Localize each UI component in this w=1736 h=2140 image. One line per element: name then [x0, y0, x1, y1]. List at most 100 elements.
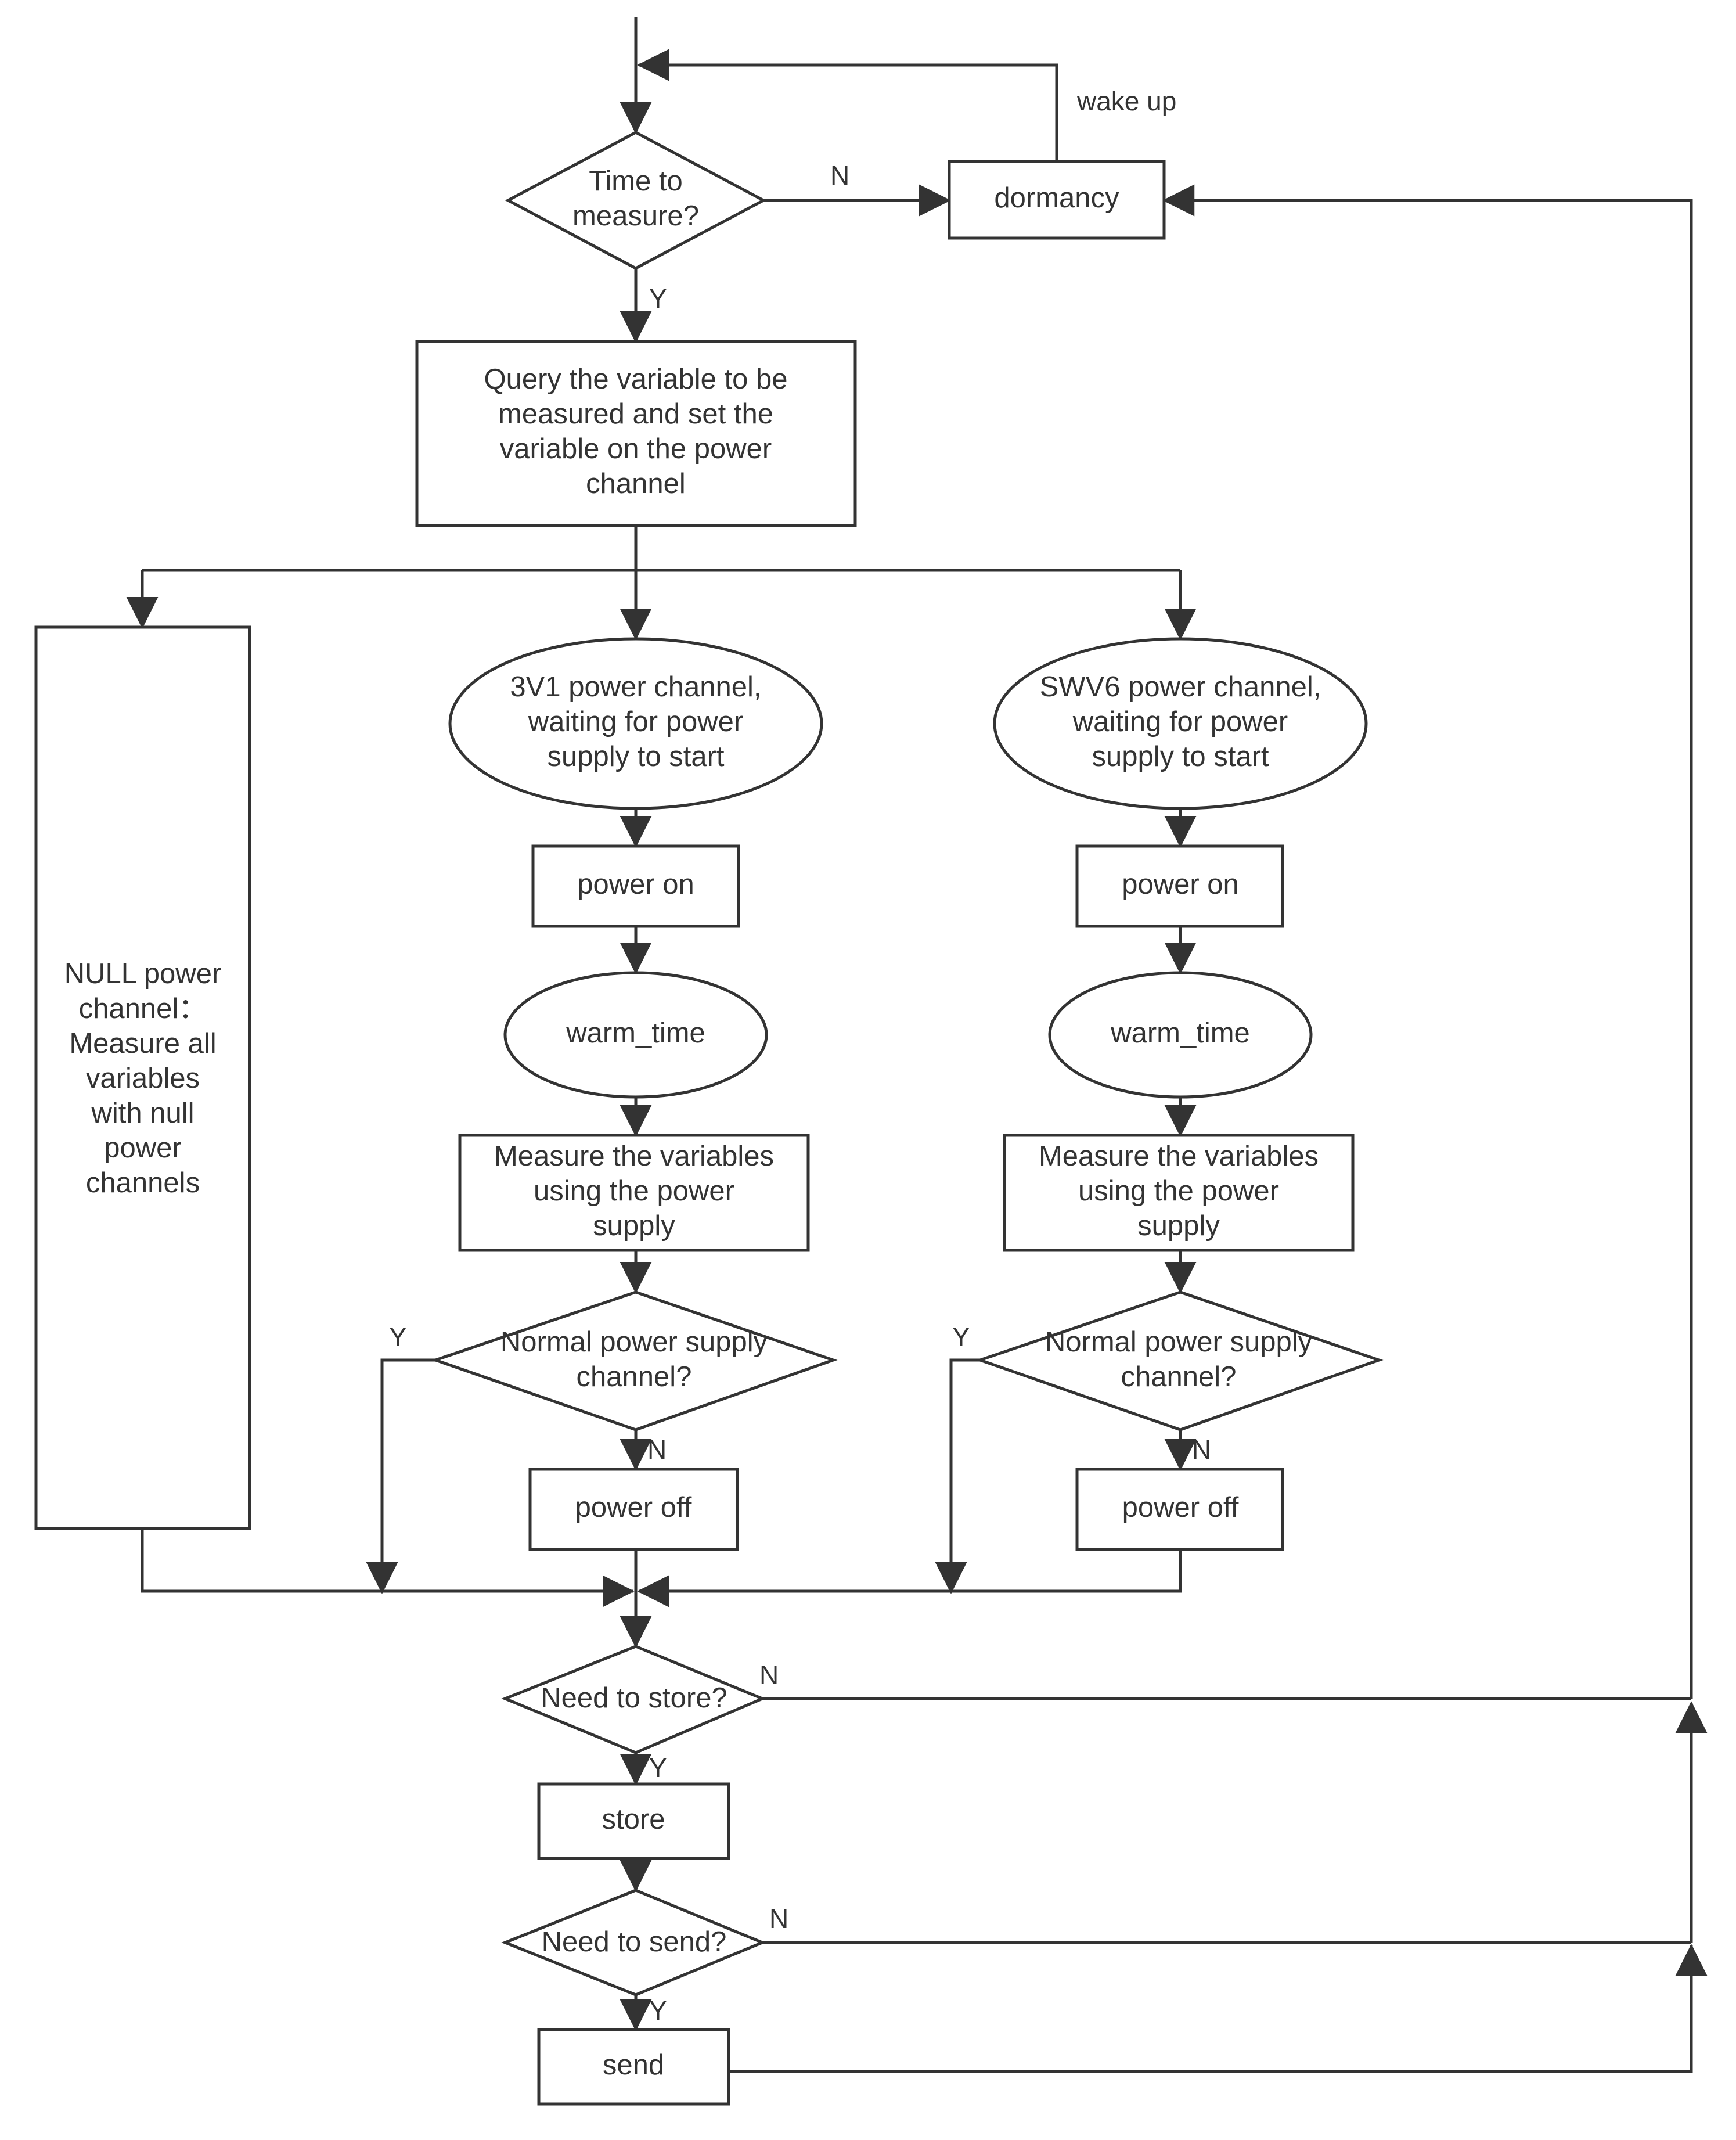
label-line: Query the variable to be [484, 364, 788, 395]
label-line: power on [577, 869, 694, 900]
label-line: channel： [79, 993, 207, 1024]
label-line: Time to [589, 166, 683, 197]
label-line: with null [91, 1098, 194, 1129]
edge-merge-left [141, 1528, 635, 1607]
process-dormancy: dormancy [948, 160, 1166, 240]
process-send: send [537, 2028, 730, 2106]
process-power-on-right-label: power on [1122, 869, 1239, 900]
label-line: channels [86, 1167, 200, 1199]
decision-need-to-send-label: Need to send? [542, 1926, 727, 1958]
label-line: store [602, 1804, 665, 1835]
label-line: channel? [1121, 1361, 1237, 1393]
label-line: supply [593, 1210, 675, 1242]
label-line: measure? [572, 200, 699, 232]
decision-need-to-store: Need to store? [501, 1645, 766, 1754]
label-normal-right-no: N [1192, 1434, 1211, 1465]
process-dormancy-label: dormancy [994, 182, 1119, 214]
process-power-off-right-label: power off [1122, 1492, 1239, 1523]
edge-labels: wake up N Y Y N Y N N Y N Y [389, 86, 1211, 2026]
edge-send-return [729, 1944, 1708, 2073]
label-send-no: N [769, 1904, 788, 1934]
label-line: supply to start [547, 741, 724, 772]
label-line: using the power [534, 1175, 734, 1207]
process-power-on-left-label: power on [577, 869, 694, 900]
edge-normal-left-yes [366, 1358, 435, 1594]
label-line: channel [586, 468, 686, 499]
label-line: warm_time [566, 1017, 705, 1049]
label-line: measured and set the [498, 398, 773, 430]
process-power-on-right: power on [1075, 844, 1284, 928]
label-line: variable on the power [500, 433, 772, 465]
label-store-yes: Y [649, 1753, 667, 1783]
label-line: waiting for power [528, 706, 743, 738]
label-line: Need to store? [541, 1682, 727, 1714]
label-line: Measure all [69, 1028, 216, 1059]
label-line: using the power [1078, 1175, 1279, 1207]
label-send-yes: Y [649, 1995, 667, 2026]
process-power-on-left: power on [531, 844, 740, 928]
label-line: power off [575, 1492, 692, 1523]
connectors [126, 17, 1708, 2073]
label-normal-left-no: N [647, 1434, 667, 1465]
process-store: store [537, 1782, 730, 1860]
label-line: SWV6 power channel, [1040, 671, 1321, 703]
state-warm-time-left-label: warm_time [566, 1017, 705, 1049]
state-warm-time-right-label: warm_time [1110, 1017, 1250, 1049]
label-line: supply to start [1092, 741, 1269, 772]
process-power-off-left: power off [528, 1468, 739, 1551]
edge-return-top [1162, 184, 1693, 1699]
label-line: Normal power supply [500, 1326, 768, 1358]
process-store-label: store [602, 1804, 665, 1835]
label-normal-right-yes: Y [952, 1322, 970, 1352]
label-line: dormancy [994, 182, 1119, 214]
label-measure-no: N [830, 160, 849, 190]
label-store-no: N [759, 1660, 779, 1690]
state-warm-time-right: warm_time [1048, 971, 1313, 1099]
label-line: Measure the variables [494, 1141, 774, 1172]
label-line: NULL power [64, 958, 222, 990]
label-line: variables [86, 1063, 200, 1094]
process-power-off-right: power off [1075, 1468, 1284, 1551]
label-line: warm_time [1110, 1017, 1250, 1049]
edge-wake-up [637, 49, 1058, 161]
decision-need-to-send: Need to send? [501, 1889, 766, 1997]
edge-normal-right-yes [935, 1358, 980, 1594]
label-line: send [603, 2049, 664, 2081]
label-line: power off [1122, 1492, 1239, 1523]
process-send-label: send [603, 2049, 664, 2081]
label-line: channel? [577, 1361, 692, 1393]
label-measure-yes: Y [649, 283, 667, 314]
label-wake-up: wake up [1076, 86, 1176, 116]
label-line: 3V1 power channel, [510, 671, 761, 703]
decision-need-to-store-label: Need to store? [541, 1682, 727, 1714]
label-line: Measure the variables [1039, 1141, 1319, 1172]
label-line: Need to send? [542, 1926, 727, 1958]
label-normal-left-yes: Y [389, 1322, 407, 1352]
label-line: power [104, 1132, 181, 1164]
label-line: power on [1122, 869, 1239, 900]
edge-merge-right [637, 1549, 1182, 1607]
label-line: waiting for power [1072, 706, 1288, 738]
label-line: supply [1137, 1210, 1220, 1242]
label-line: Normal power supply [1045, 1326, 1313, 1358]
process-power-off-left-label: power off [575, 1492, 692, 1523]
